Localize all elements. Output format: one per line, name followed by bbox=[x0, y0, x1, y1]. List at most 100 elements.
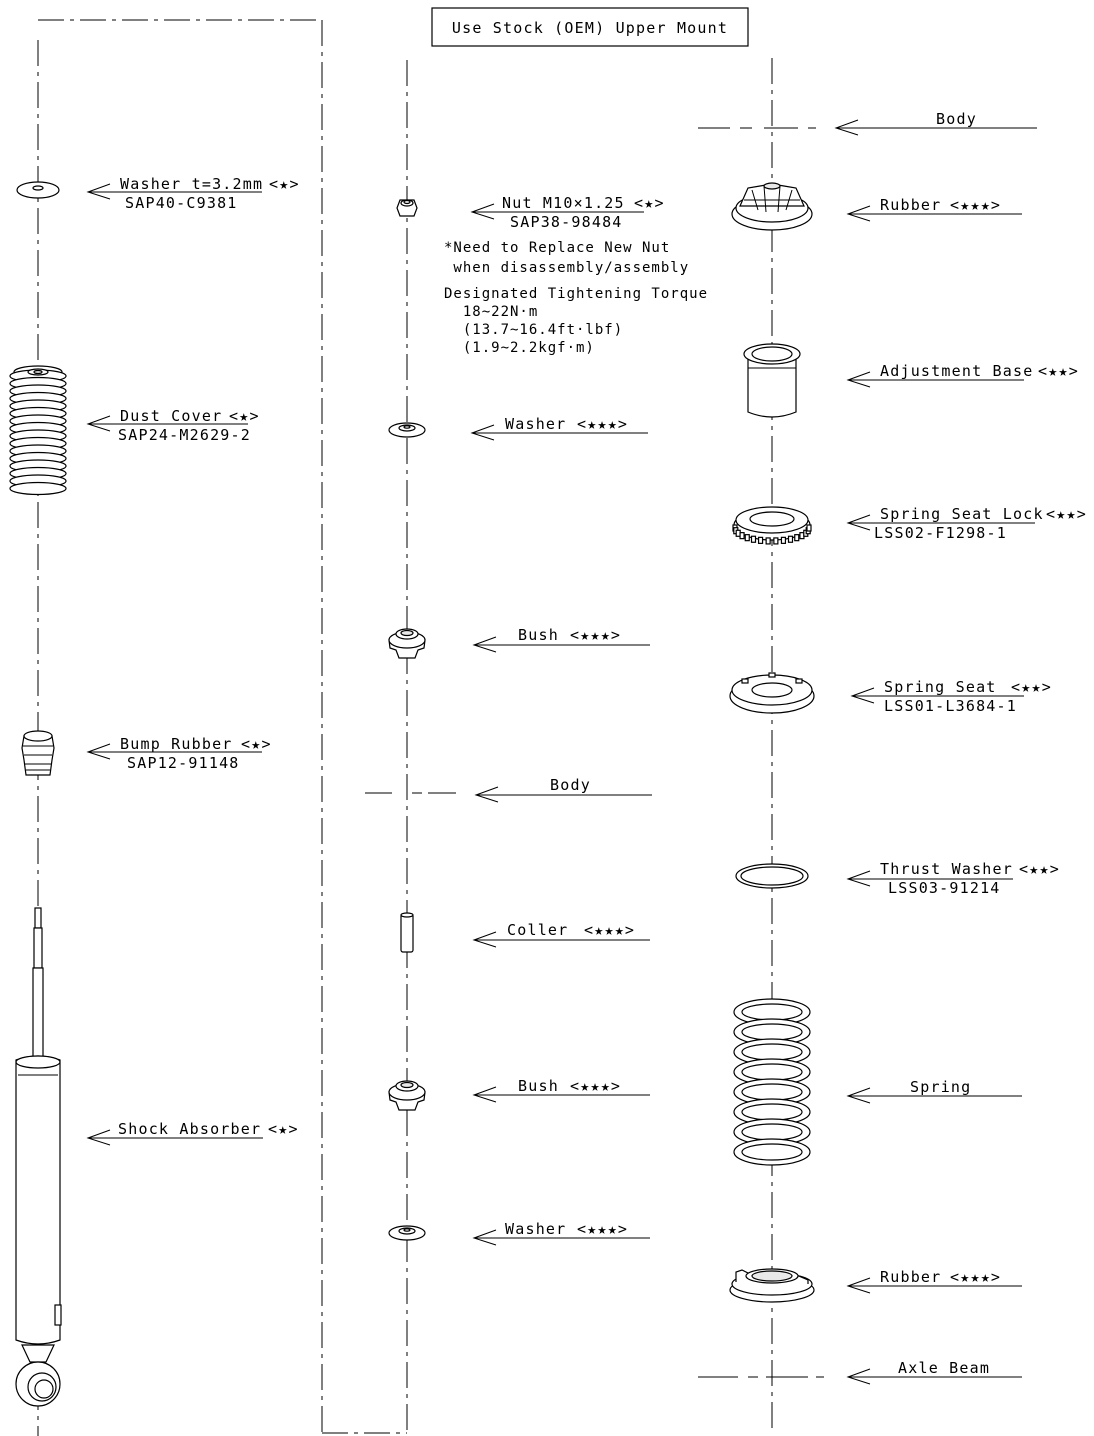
bump-rubber-grade: <★> bbox=[241, 735, 272, 753]
bush-top-name: Bush bbox=[518, 626, 559, 644]
dust-cover-part bbox=[9, 365, 67, 496]
bump-rubber-name: Bump Rubber bbox=[120, 735, 233, 753]
rubber-top-part bbox=[731, 182, 813, 231]
leaders bbox=[86, 119, 1037, 1385]
spring-seat-lock-partno: LSS02-F1298-1 bbox=[874, 524, 1007, 542]
leader-arrow bbox=[86, 415, 111, 432]
thrust-washer-name: Thrust Washer bbox=[880, 860, 1013, 878]
adjustment-base-part bbox=[743, 343, 801, 418]
spring-seat-lock-name: Spring Seat Lock bbox=[880, 505, 1044, 523]
thrust-washer-partno: LSS03-91214 bbox=[888, 879, 1001, 897]
bush-bottom-name: Bush bbox=[518, 1077, 559, 1095]
callout-body-middle: Body bbox=[550, 776, 591, 794]
nut-name: Nut M10×1.25 bbox=[502, 194, 625, 212]
dust-cover-partno: SAP24-M2629-2 bbox=[118, 426, 251, 444]
leader-arrow bbox=[846, 514, 871, 531]
callout-dust-cover: Dust Cover <★> SAP24-M2629-2 bbox=[118, 407, 260, 444]
note-line: 18~22N·m bbox=[444, 304, 538, 320]
bump-rubber-part bbox=[21, 730, 55, 776]
thrust-washer-part bbox=[735, 863, 809, 889]
adjustment-base-grade: <★★> bbox=[1038, 362, 1079, 380]
dust-cover-name: Dust Cover bbox=[120, 407, 222, 425]
spring-seat-part bbox=[729, 672, 815, 714]
leader-arrow bbox=[846, 371, 871, 388]
callout-thrust-washer: Thrust Washer <★★> LSS03-91214 bbox=[880, 860, 1060, 897]
header-box: Use Stock (OEM) Upper Mount bbox=[431, 7, 749, 47]
callout-bump-rubber: Bump Rubber <★> SAP12-91148 bbox=[120, 735, 272, 772]
washer-left-partno: SAP40-C9381 bbox=[125, 194, 238, 212]
spring-part bbox=[733, 998, 811, 1166]
callout-bush-top: Bush <★★★> bbox=[518, 626, 621, 644]
rubber-bottom-name: Rubber bbox=[880, 1268, 941, 1286]
leader-arrow bbox=[472, 1086, 497, 1103]
leader-arrow bbox=[846, 870, 871, 887]
leader-arrow bbox=[86, 743, 111, 760]
leader-arrow bbox=[470, 203, 495, 220]
bush-top-grade: <★★★> bbox=[570, 626, 621, 644]
body-middle-name: Body bbox=[550, 776, 591, 794]
nut-grade: <★> bbox=[634, 194, 665, 212]
header-title: Use Stock (OEM) Upper Mount bbox=[452, 19, 728, 37]
leader-arrow bbox=[834, 119, 859, 136]
bush-top-part bbox=[388, 628, 426, 659]
note-line: (1.9~2.2kgf·m) bbox=[444, 340, 595, 356]
note-line: *Need to Replace New Nut bbox=[444, 240, 670, 256]
body-right-name: Body bbox=[936, 110, 977, 128]
callout-rubber-bottom: Rubber <★★★> bbox=[880, 1268, 1000, 1286]
washer-bottom-grade: <★★★> bbox=[577, 1220, 628, 1238]
nut-part bbox=[396, 199, 418, 217]
coller-grade: <★★★> bbox=[584, 921, 635, 939]
callout-washer-left: Washer t=3.2mm <★> SAP40-C9381 bbox=[120, 175, 299, 212]
rubber-bottom-part bbox=[729, 1268, 815, 1303]
callout-spring-seat: Spring Seat <★★> LSS01-L3684-1 bbox=[884, 678, 1052, 715]
leader-arrow bbox=[850, 687, 875, 704]
rubber-top-name: Rubber bbox=[880, 196, 941, 214]
leader-arrow bbox=[846, 1087, 871, 1104]
washer-bottom-name: Washer bbox=[505, 1220, 566, 1238]
callout-nut: Nut M10×1.25 <★> SAP38-98484 bbox=[502, 194, 665, 231]
callout-body-right: Body bbox=[936, 110, 977, 128]
thrust-washer-grade: <★★> bbox=[1019, 860, 1060, 878]
callout-adjustment-base: Adjustment Base <★★> bbox=[880, 362, 1079, 380]
callout-washer-top: Washer <★★★> bbox=[505, 415, 627, 433]
leader-arrow bbox=[474, 786, 499, 803]
washer-bottom-part bbox=[388, 1225, 426, 1241]
washer-top-part bbox=[388, 422, 426, 438]
axle-beam-name: Axle Beam bbox=[898, 1359, 990, 1377]
note-line: (13.7~16.4ft·lbf) bbox=[444, 322, 623, 338]
leader-arrow bbox=[846, 205, 871, 222]
leader-arrow bbox=[472, 1229, 497, 1246]
adjustment-base-name: Adjustment Base bbox=[880, 362, 1033, 380]
shock-absorber-part bbox=[15, 907, 62, 1407]
leader-arrow bbox=[86, 183, 111, 200]
callout-coller: Coller <★★★> bbox=[507, 921, 635, 939]
dust-cover-grade: <★> bbox=[229, 407, 260, 425]
leader-arrow bbox=[472, 931, 497, 948]
coller-part bbox=[400, 912, 414, 953]
spring-seat-name: Spring Seat bbox=[884, 678, 997, 696]
rubber-top-grade: <★★★> bbox=[950, 196, 1001, 214]
shock-absorber-grade: <★> bbox=[268, 1120, 299, 1138]
callout-rubber-top: Rubber <★★★> bbox=[880, 196, 1001, 214]
callout-spring: Spring bbox=[910, 1078, 971, 1096]
spring-name: Spring bbox=[910, 1078, 971, 1096]
shock-absorber-name: Shock Absorber bbox=[118, 1120, 261, 1138]
leader-arrow bbox=[846, 1277, 871, 1294]
spring-seat-grade: <★★> bbox=[1011, 678, 1052, 696]
nut-note: *Need to Replace New Nut when disassembl… bbox=[444, 240, 708, 356]
callout-spring-seat-lock: Spring Seat Lock <★★> LSS02-F1298-1 bbox=[874, 505, 1087, 542]
frame-lines bbox=[37, 19, 773, 1436]
leader-arrow bbox=[472, 636, 497, 653]
callout-axle-beam: Axle Beam bbox=[898, 1359, 990, 1377]
callout-bush-bottom: Bush <★★★> bbox=[518, 1077, 621, 1095]
nut-partno: SAP38-98484 bbox=[510, 213, 623, 231]
leader-arrow bbox=[470, 424, 495, 441]
bush-bottom-grade: <★★★> bbox=[570, 1077, 621, 1095]
leader-arrow bbox=[86, 1129, 111, 1146]
note-line: Designated Tightening Torque bbox=[444, 286, 708, 302]
callout-washer-bottom: Washer <★★★> bbox=[505, 1220, 628, 1238]
note-line: when disassembly/assembly bbox=[444, 260, 689, 276]
spring-seat-lock-grade: <★★> bbox=[1046, 505, 1087, 523]
washer-part bbox=[16, 181, 60, 199]
coller-name: Coller bbox=[507, 921, 568, 939]
